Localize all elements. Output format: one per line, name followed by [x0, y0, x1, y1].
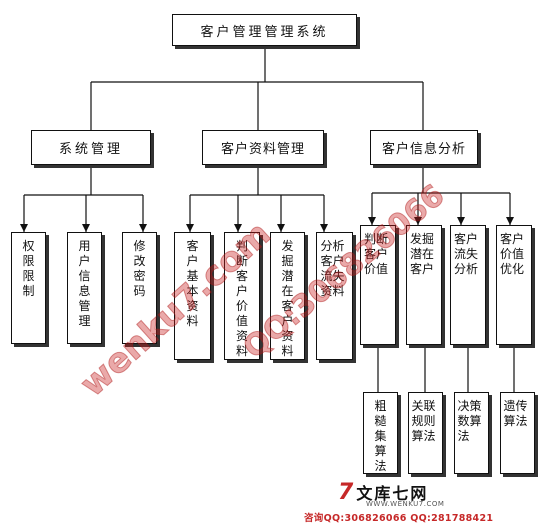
site-logo[interactable]: 7 文库七网	[338, 480, 428, 505]
node-label: 发掘潜在客户资料	[281, 239, 294, 358]
node-label: 判断客户价值资料	[235, 239, 248, 358]
node-label: 客户信息分析	[381, 142, 466, 157]
node-label: 粗糙集算法	[374, 399, 387, 473]
node-label: 客户基本资料	[186, 239, 199, 328]
node-basic-data: 客户基本资料	[174, 232, 211, 360]
node-genetic: 遗传算法	[500, 392, 535, 474]
node-rough-set: 粗糙集算法	[363, 392, 398, 474]
node-value-optimize: 客户价值优化	[496, 225, 532, 345]
node-label: 用户信息管理	[78, 239, 91, 328]
node-potential-data: 发掘潜在客户资料	[270, 232, 305, 360]
root-label: 客户管理管理系统	[200, 24, 329, 40]
node-label: 决策数算法	[457, 399, 482, 443]
node-association-rules: 关联规则算法	[408, 392, 443, 474]
node-label: 客户资料管理	[220, 142, 305, 157]
node-permission: 权限限制	[11, 232, 46, 344]
node-user-info: 用户信息管理	[67, 232, 102, 344]
node-customer-info-analysis: 客户信息分析	[370, 130, 478, 165]
node-change-password: 修改密码	[122, 232, 157, 344]
node-churn-analysis: 客户流失分析	[450, 225, 486, 345]
logo-text: 文库七网	[356, 484, 429, 503]
node-label: 客户价值优化	[500, 232, 525, 276]
node-judge-value: 判断客户价值	[360, 225, 396, 345]
logo-mark-icon: 7	[338, 480, 354, 505]
node-label: 客户流失分析	[454, 232, 479, 276]
node-label: 权限限制	[22, 239, 35, 298]
node-label: 遗传算法	[503, 399, 528, 428]
node-system-management: 系统管理	[31, 130, 151, 165]
logo-url: WWW.WENKU7.COM	[366, 500, 445, 508]
footer-branding: 7 文库七网 WWW.WENKU7.COM 咨询QQ:306826066 QQ:…	[300, 480, 543, 524]
node-label: 系统管理	[58, 142, 123, 157]
node-label: 分析客户流失资料	[320, 239, 345, 298]
node-value-data: 判断客户价值资料	[224, 232, 260, 360]
node-label: 判断客户价值	[364, 232, 389, 276]
node-churn-data: 分析客户流失资料	[316, 232, 353, 360]
node-label: 关联规则算法	[411, 399, 436, 443]
node-customer-data-management: 客户资料管理	[202, 130, 324, 165]
contact-info: 咨询QQ:306826066 QQ:281788421	[304, 513, 494, 524]
root-node: 客户管理管理系统	[172, 14, 357, 46]
node-label: 修改密码	[133, 239, 146, 298]
node-decision-tree: 决策数算法	[454, 392, 489, 474]
node-find-potential: 发掘潜在客户	[406, 225, 442, 345]
node-label: 发掘潜在客户	[410, 232, 435, 276]
